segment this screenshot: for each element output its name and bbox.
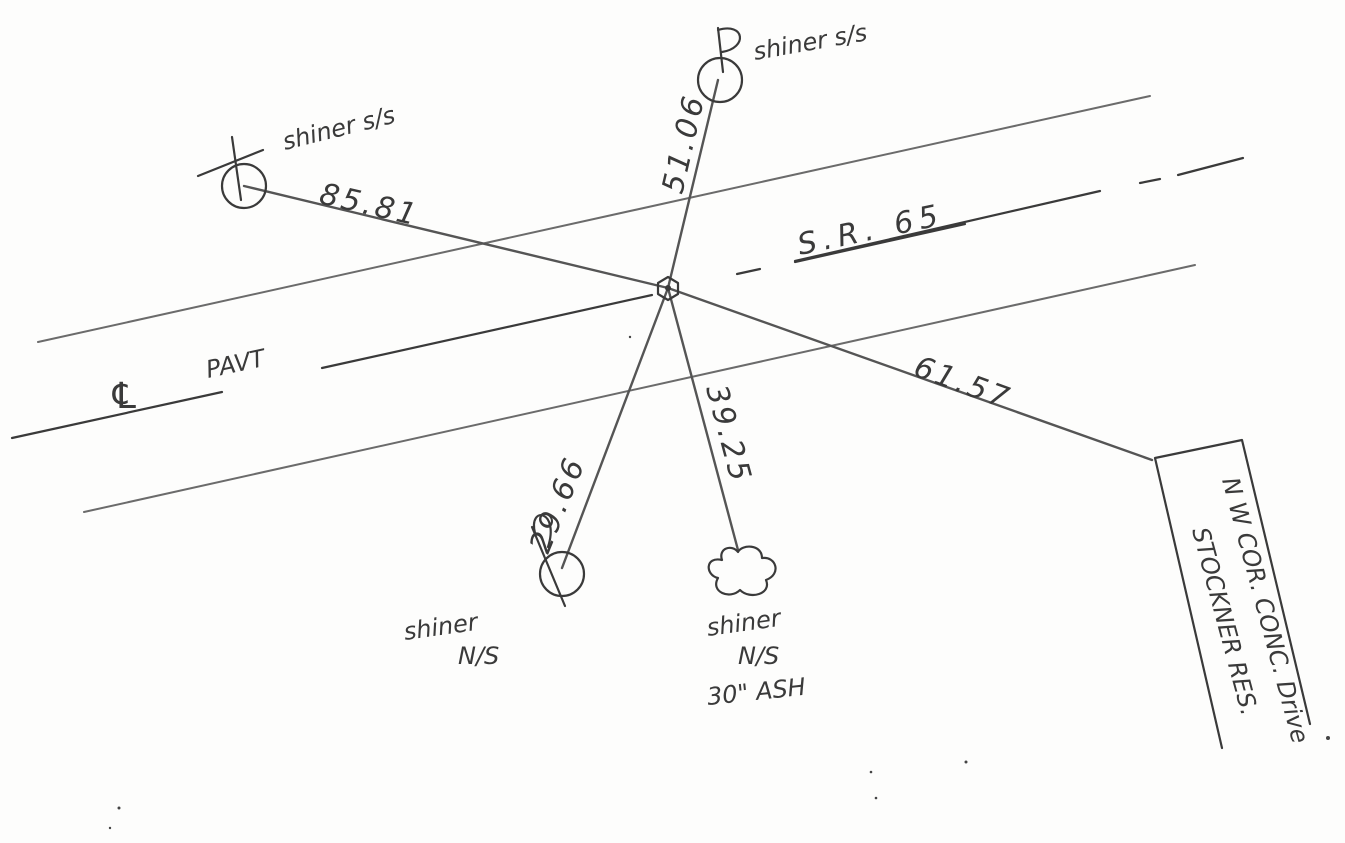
distance-85-81: 85.81 (316, 177, 422, 234)
road-centerline (10, 156, 1245, 440)
distance-51-06: 51.06 (656, 91, 713, 197)
label-pole-n: shiner s/s (751, 18, 869, 66)
label-pole-s-line2: N/S (458, 642, 499, 670)
tie-line-61-57 (666, 286, 1154, 462)
tree-icon (707, 545, 777, 597)
tie-line-85-81 (242, 184, 670, 290)
label-pole-s-line1: shiner (402, 608, 482, 646)
road-name: S.R. 65 (794, 198, 947, 263)
tie-line-51-06 (666, 78, 720, 290)
tie-lines (242, 78, 1154, 570)
label-tree-line1: shiner (705, 604, 785, 642)
distance-61-57: 61.57 (909, 350, 1016, 417)
tie-line-39-25 (666, 286, 740, 552)
pavement-label: PAVT (203, 344, 269, 384)
road-south-edge (83, 264, 1196, 513)
distance-29-66: 29.66 (523, 451, 593, 558)
road-north-edge (37, 95, 1151, 343)
utility-pole-south-icon (530, 514, 586, 608)
label-tree-line2: N/S (738, 642, 779, 670)
label-pole-nw: shiner s/s (280, 101, 398, 156)
centerline-symbol: ℄ (108, 376, 140, 417)
utility-pole-crossarm-icon (196, 135, 268, 210)
hexagon-benchmark-icon (656, 275, 680, 302)
road-name-underline (793, 222, 967, 264)
utility-pole-north-icon (696, 26, 744, 104)
building-corner-icon (1153, 438, 1312, 750)
tie-line-29-66 (560, 286, 670, 570)
label-tree-line3: 30" ASH (706, 673, 807, 711)
centerline-label: ℄ PAVT (108, 344, 270, 417)
paper-specks (108, 335, 1330, 830)
